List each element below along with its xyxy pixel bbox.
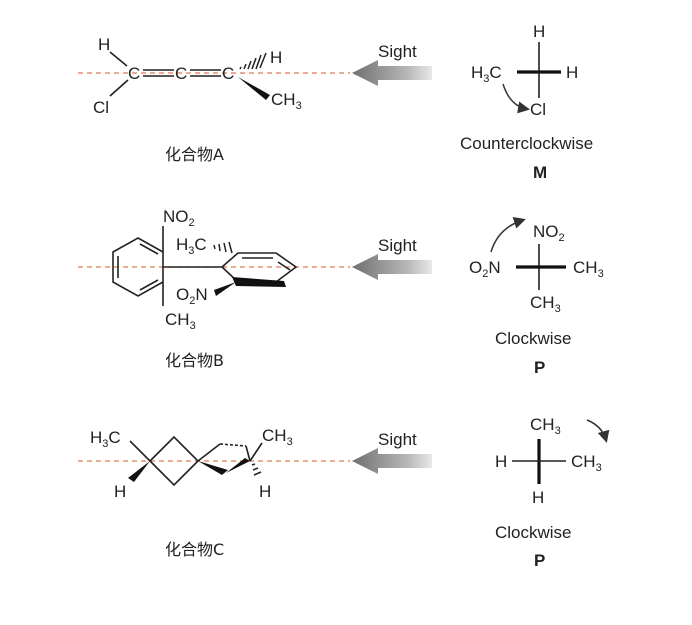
direction-label-c: Clockwise xyxy=(495,523,572,542)
newman-right-h: H xyxy=(566,63,578,82)
descriptor-b: P xyxy=(534,358,545,377)
atom-c3: C xyxy=(222,64,234,83)
rotation-arrow-b xyxy=(490,217,526,253)
newman-left-o2n: O2N xyxy=(469,258,501,280)
atom-c1: C xyxy=(128,64,140,83)
newman-projection-a: H H3C H Cl xyxy=(471,22,578,119)
spiro-structure-c: H3C H CH3 H xyxy=(90,426,293,501)
row-compound-b: NO2 CH3 H3C O2N 化合物B Sight xyxy=(78,207,604,377)
newman-projection-c: CH3 H CH3 H xyxy=(495,415,610,507)
left-ring xyxy=(112,237,164,297)
compound-label-c: 化合物C xyxy=(165,540,224,559)
direction-label-b: Clockwise xyxy=(495,329,572,348)
row-compound-a: H C Cl C C H CH3 化合物A xyxy=(78,22,593,182)
atom-c2: C xyxy=(175,64,187,83)
compound-label-b: 化合物B xyxy=(165,351,224,370)
sight-arrow-c: Sight xyxy=(352,430,432,474)
sight-label: Sight xyxy=(378,236,417,255)
allene-structure-a: H C Cl C C H CH3 xyxy=(93,35,302,117)
newman-left-h: H xyxy=(495,452,507,471)
hashed-wedge-ch3 xyxy=(213,241,233,254)
ring-front-edge xyxy=(232,277,286,287)
atom-cl: Cl xyxy=(93,98,109,117)
newman-top-ch3: CH3 xyxy=(530,415,561,437)
newman-bottom-h: H xyxy=(532,488,544,507)
atom-h-right: H xyxy=(259,482,271,501)
hashed-wedge-right-h xyxy=(251,463,262,476)
atom-h3c: H3C xyxy=(176,235,207,257)
bond-left-ch3 xyxy=(129,440,151,462)
compound-label-a: 化合物A xyxy=(165,145,224,164)
solid-wedge-no2 xyxy=(214,282,236,296)
newman-right-ch3: CH3 xyxy=(571,452,602,474)
newman-right-ch3: CH3 xyxy=(573,258,604,280)
rotation-arrow-c xyxy=(586,419,610,443)
newman-left-h3c: H3C xyxy=(471,63,502,85)
atom-h3c: H3C xyxy=(90,428,121,450)
atom-o2n: O2N xyxy=(176,285,208,307)
sight-arrow-a: Sight xyxy=(352,42,432,86)
newman-bottom-cl: Cl xyxy=(530,100,546,119)
newman-top-no2: NO2 xyxy=(533,222,565,244)
row-compound-c: H3C H CH3 H 化合物C Sight CH3 H CH3 H xyxy=(78,415,610,570)
wedge-left-h xyxy=(128,461,150,482)
atom-ch3-bottom: CH3 xyxy=(165,310,196,332)
bond-c1-cl xyxy=(109,79,129,97)
newman-top-h: H xyxy=(533,22,545,41)
ring-2-front-wedge xyxy=(198,461,228,475)
hashed-wedge-h xyxy=(239,52,267,70)
rotation-arrow-a xyxy=(502,83,530,114)
bond-h-c1 xyxy=(109,51,128,67)
descriptor-a: M xyxy=(533,163,547,182)
atom-h-top: H xyxy=(98,35,110,54)
atom-ch3: CH3 xyxy=(271,90,302,112)
bond-right-ch3 xyxy=(249,442,263,462)
atom-h-right: H xyxy=(270,48,282,67)
newman-bottom-ch3: CH3 xyxy=(530,293,561,315)
atom-h-left: H xyxy=(114,482,126,501)
direction-label-a: Counterclockwise xyxy=(460,134,593,153)
newman-projection-b: NO2 O2N CH3 CH3 xyxy=(469,217,604,315)
solid-wedge-ch3 xyxy=(238,77,270,100)
descriptor-c: P xyxy=(534,551,545,570)
biphenyl-structure-b: NO2 CH3 H3C O2N xyxy=(112,207,298,332)
sight-label: Sight xyxy=(378,42,417,61)
atom-no2-top: NO2 xyxy=(163,207,195,229)
atom-ch3: CH3 xyxy=(262,426,293,448)
sight-label: Sight xyxy=(378,430,417,449)
sight-arrow-b: Sight xyxy=(352,236,432,280)
